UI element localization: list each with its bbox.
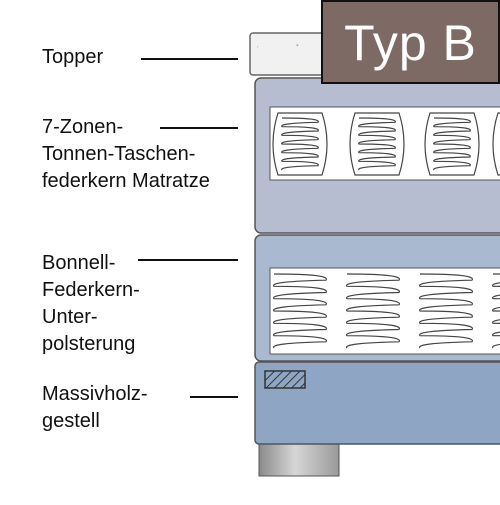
spring-pocket: [349, 112, 405, 176]
label-line: Federkern-: [42, 279, 140, 301]
frame-box: [254, 361, 500, 445]
label-unterpolsterung: Bonnell- Federkern- Unter- polsterung: [42, 250, 140, 358]
bonnell-spring-coil: [419, 273, 473, 349]
label-line: polsterung: [42, 333, 136, 355]
spring-pocket: [424, 112, 480, 176]
pocket-springs: [272, 112, 500, 176]
spring-pocket: [492, 112, 500, 176]
pocket-spring-coil: [433, 117, 471, 171]
bed-foot: [258, 439, 340, 477]
bonnell-spring-coil: [346, 273, 400, 349]
label-line: federkern Matratze: [42, 170, 210, 192]
label-line: Bonnell-: [42, 252, 116, 274]
pocket-spring-coil: [281, 117, 319, 171]
topper-texture-mark: *: [296, 44, 299, 50]
type-badge-text: Typ B: [344, 15, 477, 71]
label-matratze: 7-Zonen- Tonnen-Taschen- federkern Matra…: [42, 114, 210, 195]
bonnell-springs: [273, 273, 500, 349]
frame-handle: [264, 370, 306, 389]
spring-pocket: [272, 112, 328, 176]
leader-line-gestell: [190, 396, 238, 398]
label-line: gestell: [42, 410, 100, 432]
label-topper: Topper: [42, 44, 103, 71]
leader-line-matratze: [160, 127, 238, 129]
label-line: Topper: [42, 46, 104, 68]
box-spring-inner: [269, 267, 500, 355]
topper-texture-mark: ʼ: [257, 45, 259, 52]
label-line: Tonnen-Taschen-: [42, 143, 196, 165]
leader-line-topper: [141, 58, 238, 60]
label-gestell: Massivholz- gestell: [42, 381, 148, 435]
label-line: Massivholz-: [42, 383, 148, 405]
bonnell-spring-coil: [273, 273, 327, 349]
leader-line-unterpolsterung: [138, 259, 238, 261]
type-badge: Typ B: [321, 0, 500, 84]
bonnell-spring-coil: [492, 273, 500, 349]
label-line: Unter-: [42, 306, 98, 328]
label-line: 7-Zonen-: [42, 116, 124, 138]
pocket-spring-coil: [358, 117, 396, 171]
